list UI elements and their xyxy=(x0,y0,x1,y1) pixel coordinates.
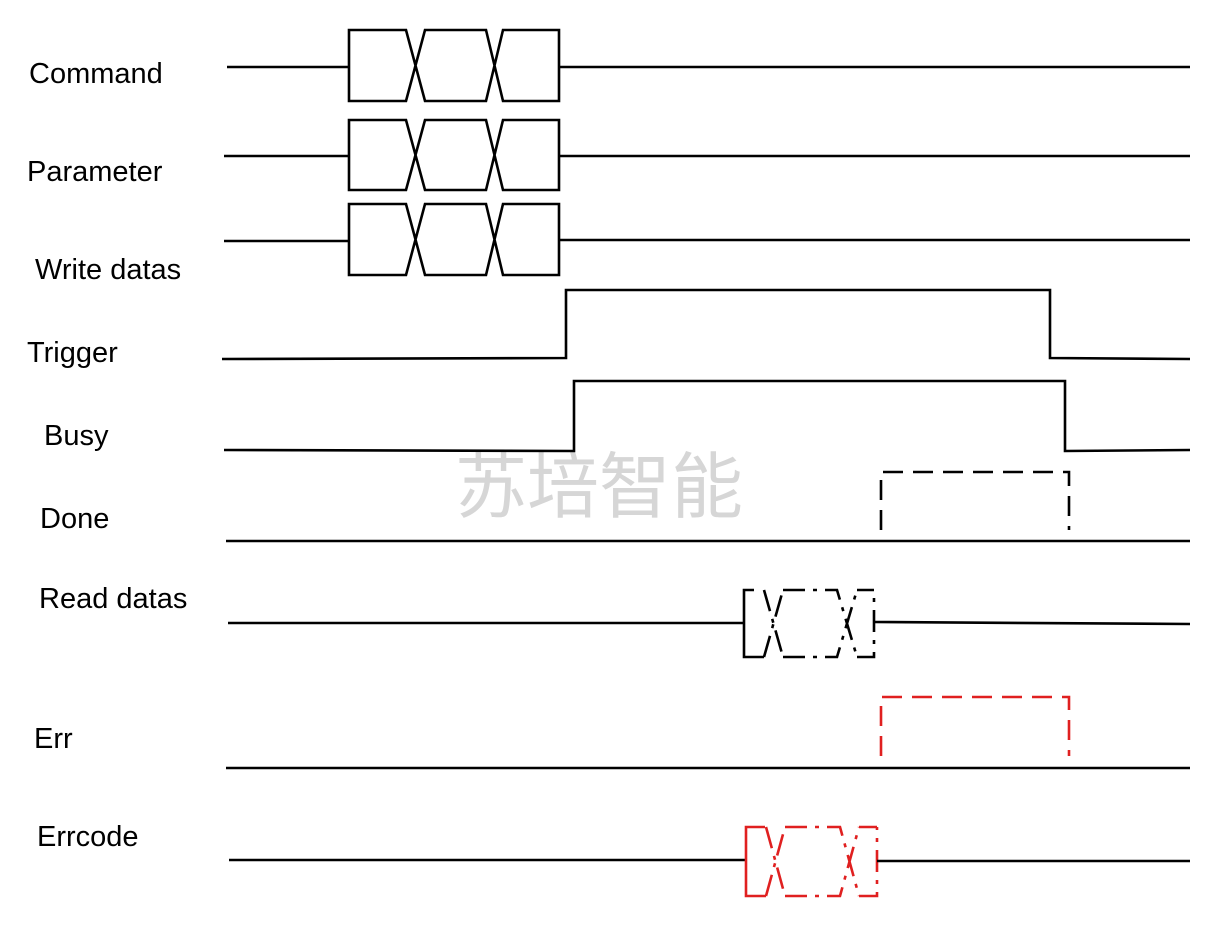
label-errcode: Errcode xyxy=(37,821,139,853)
label-busy: Busy xyxy=(44,420,109,452)
label-write-datas: Write datas xyxy=(35,254,181,286)
label-read-datas: Read datas xyxy=(39,583,187,615)
read-datas-waveform xyxy=(228,588,1191,659)
done-waveform xyxy=(226,470,1190,543)
watermark: 苏培智能 xyxy=(455,445,743,529)
label-command: Command xyxy=(29,58,163,90)
trigger-waveform xyxy=(221,288,1191,361)
err-waveform xyxy=(226,695,1190,770)
busy-waveform xyxy=(223,379,1191,453)
label-done: Done xyxy=(40,503,109,535)
write-datas-waveform xyxy=(224,202,1190,277)
command-waveform xyxy=(227,28,1190,103)
parameter-waveform xyxy=(224,118,1190,192)
label-trigger: Trigger xyxy=(27,337,118,369)
label-parameter: Parameter xyxy=(27,156,163,188)
label-err: Err xyxy=(34,723,73,755)
errcode-waveform xyxy=(229,825,1190,898)
